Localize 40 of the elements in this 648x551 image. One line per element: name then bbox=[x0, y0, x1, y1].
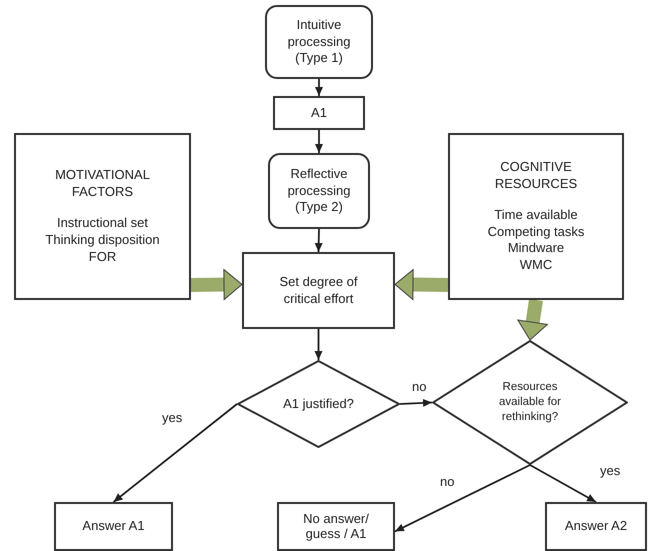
arrow bbox=[394, 464, 530, 532]
box-heading: COGNITIVE RESOURCES bbox=[494, 158, 578, 193]
decision-text: A1 justified? bbox=[283, 396, 354, 412]
process-box bbox=[242, 252, 395, 329]
arrow bbox=[314, 228, 323, 252]
box-text: Set degree of critical effort bbox=[278, 274, 359, 308]
block-arrow bbox=[190, 269, 242, 300]
arrow bbox=[112, 403, 238, 503]
box-text: Answer A2 bbox=[564, 518, 628, 535]
process-box bbox=[273, 96, 365, 130]
box-text: Instructional set bbox=[56, 215, 148, 232]
arrow bbox=[315, 79, 323, 96]
decision-diamond bbox=[432, 340, 628, 465]
process-box bbox=[545, 502, 647, 551]
box-text: Intuitive processing (Type 1) bbox=[286, 16, 352, 68]
process-rounded-box bbox=[265, 5, 373, 79]
process-box bbox=[14, 133, 191, 300]
box-heading: MOTIVATIONAL FACTORS bbox=[54, 167, 151, 202]
block-arrow bbox=[394, 269, 448, 300]
box-text: FOR bbox=[88, 248, 116, 266]
arrow bbox=[315, 130, 323, 153]
arrow bbox=[400, 398, 432, 407]
process-rounded-box bbox=[268, 153, 370, 229]
process-box bbox=[277, 502, 395, 551]
arrow bbox=[314, 329, 322, 360]
process-box bbox=[448, 133, 624, 300]
decision-text: Resources available for rethinking? bbox=[498, 380, 562, 425]
box-text: Time available bbox=[494, 206, 578, 224]
box-text: Thinking disposition bbox=[45, 232, 160, 249]
box-text: Answer A1 bbox=[82, 518, 145, 535]
box-text: WMC bbox=[520, 257, 552, 274]
arrow bbox=[530, 464, 596, 503]
box-text: A1 bbox=[311, 104, 327, 122]
process-box bbox=[54, 502, 173, 551]
box-text: Reflective processing (Type 2) bbox=[286, 166, 352, 216]
box-text: Competing tasks bbox=[488, 224, 584, 240]
block-arrow bbox=[517, 298, 548, 340]
box-text: Mindware bbox=[508, 240, 564, 258]
box-text: No answer/ guess / A1 bbox=[302, 512, 370, 542]
decision-diamond bbox=[237, 360, 400, 448]
